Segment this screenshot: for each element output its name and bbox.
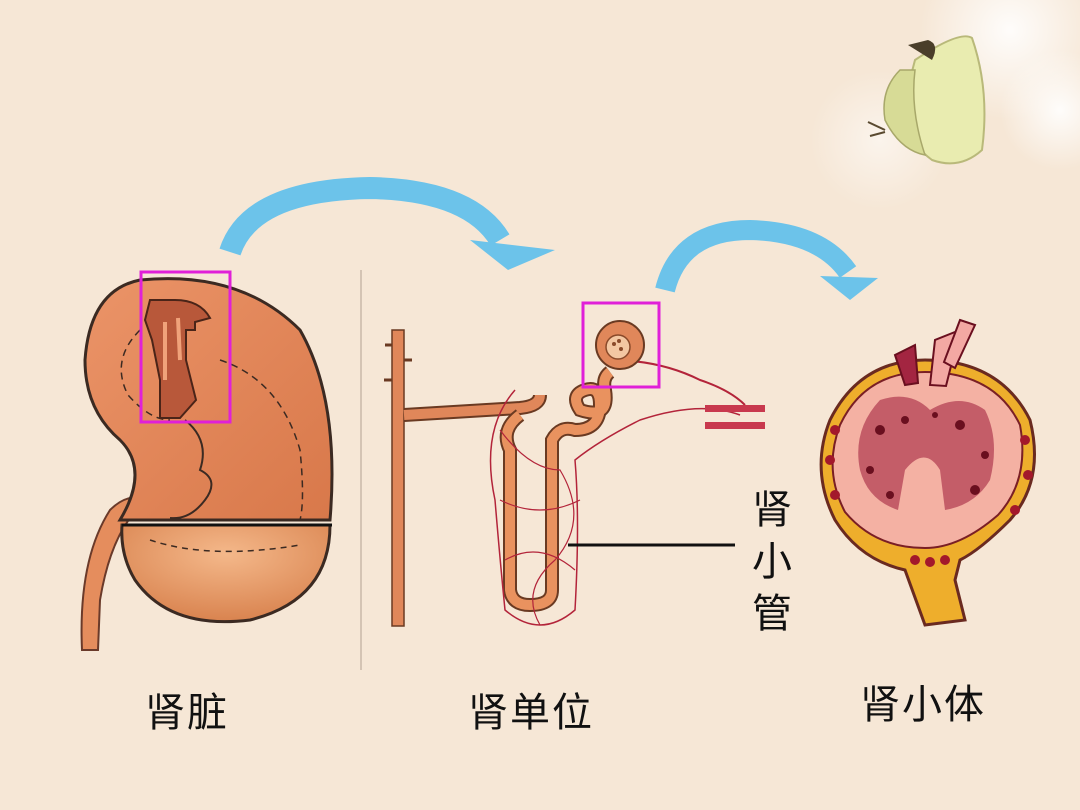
highlight-box-kidney <box>139 270 232 424</box>
label-nephron: 肾单位 <box>468 690 594 736</box>
label-renal-tubule: 肾 小 管 <box>752 484 792 640</box>
kidney-illustration <box>80 277 334 651</box>
label-kidney: 肾脏 <box>145 690 229 736</box>
label-renal-tubule-char: 管 <box>752 591 792 637</box>
highlight-box-glomerulus <box>581 301 661 389</box>
arrow-nephron-to-corpuscle <box>655 219 878 300</box>
nephron-illustration <box>384 320 765 627</box>
renal-corpuscle-illustration <box>819 318 1036 627</box>
label-renal-tubule-char: 小 <box>752 539 792 585</box>
arrow-kidney-to-nephron <box>219 176 555 270</box>
label-renal-corpuscle: 肾小体 <box>860 682 986 728</box>
butterfly-icon <box>867 35 986 165</box>
label-renal-tubule-char: 肾 <box>752 487 792 533</box>
